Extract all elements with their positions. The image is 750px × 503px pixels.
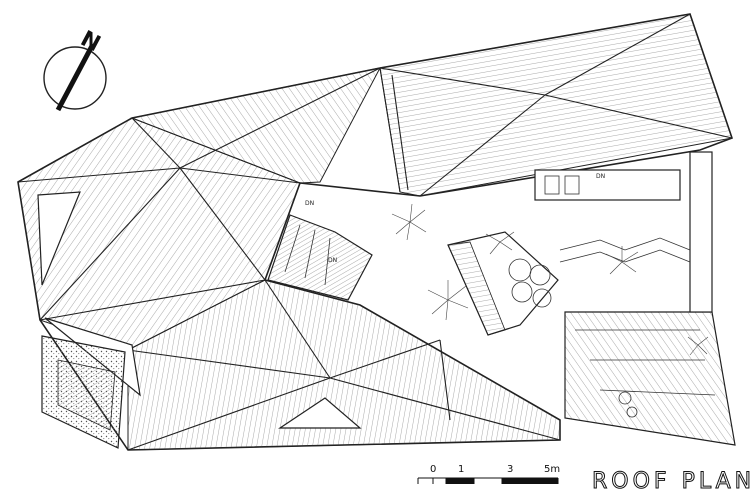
north-arrow: N: [43, 27, 107, 112]
central-pavilion: [447, 231, 559, 336]
scale-tick-0: 0: [430, 464, 436, 475]
scale-tick-1: 1: [458, 464, 464, 475]
zigzag-path: DN: [305, 200, 691, 263]
drawing-title: ROOF PLAN: [592, 469, 750, 494]
dn-label-2: DN: [596, 173, 605, 180]
entry-pavilion: DN: [267, 214, 373, 301]
scale-tick-3: 5m: [544, 464, 560, 475]
annex-block: [41, 335, 126, 449]
courtyard-trees: [391, 203, 709, 356]
kitchen-counter: DN: [534, 151, 713, 313]
east-deck: [564, 311, 736, 446]
main-roof: [17, 13, 734, 451]
scale-tick-2: 3: [507, 464, 513, 475]
scale-bar: 0 1 3 5m: [417, 464, 560, 484]
dn-label-3: DN: [305, 200, 314, 207]
north-arrow-icon: [55, 42, 96, 112]
dn-label-1: DN: [328, 257, 337, 264]
